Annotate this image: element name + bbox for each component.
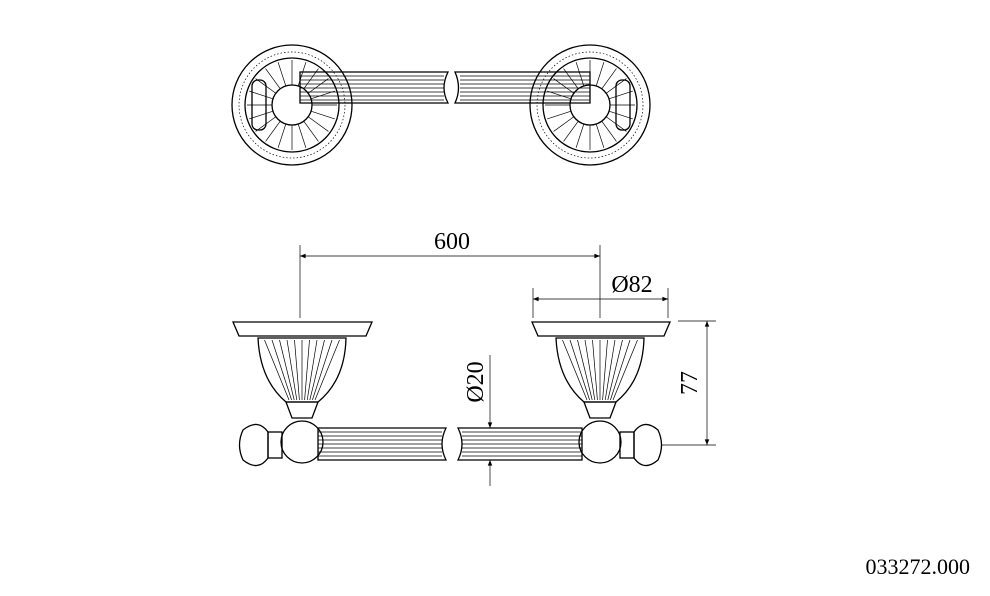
- hatch-line: [595, 123, 605, 148]
- front-view-bar: [317, 427, 583, 461]
- hatch-line: [294, 339, 300, 401]
- hatch-line: [608, 110, 633, 120]
- hatch-line: [601, 120, 617, 142]
- hatch-line: [304, 339, 310, 401]
- hatch-line: [604, 339, 616, 401]
- hatch-line: [279, 339, 295, 401]
- hatch-line: [271, 339, 292, 401]
- hatch-line: [307, 78, 329, 94]
- top-view-bar: [299, 71, 591, 104]
- product-code: 033272.000: [866, 554, 971, 579]
- hatch-line: [547, 110, 572, 120]
- hatch-line: [312, 339, 333, 401]
- hatch-line: [553, 116, 575, 132]
- dimension-length-label: 600: [434, 229, 470, 255]
- hatch-line: [602, 339, 608, 401]
- hatch-line: [310, 110, 335, 120]
- hatch-line: [612, 339, 638, 401]
- dimension-bar-diameter: Ø20: [463, 355, 500, 486]
- hatch-line: [547, 90, 572, 100]
- top-view-left-rosette: [231, 44, 353, 166]
- hatch-line: [608, 90, 633, 100]
- dimension-bar-diameter-label: Ø20: [463, 361, 489, 402]
- hatch-line: [592, 339, 598, 401]
- dimension-length: 600: [299, 229, 601, 318]
- hatch-line: [286, 339, 298, 401]
- hatch-line: [569, 339, 590, 401]
- hatch-line: [297, 123, 307, 148]
- hatch-line: [264, 339, 290, 401]
- hatch-line: [314, 339, 340, 401]
- hatch-line: [249, 90, 274, 100]
- dimension-height-label: 77: [677, 371, 703, 395]
- hatch-line: [307, 116, 329, 132]
- hatch-line: [607, 339, 623, 401]
- hatch-line: [306, 339, 318, 401]
- top-view-right-rosette: [529, 44, 651, 166]
- hatch-line: [277, 62, 287, 87]
- dimension-height: 77: [662, 320, 716, 446]
- hatch-line: [309, 339, 325, 401]
- hatch-line: [303, 120, 319, 142]
- hatch-line: [249, 110, 274, 120]
- hatch-line: [601, 68, 617, 90]
- hatch-line: [584, 339, 596, 401]
- hatch-line: [575, 123, 585, 148]
- hatch-line: [277, 123, 287, 148]
- hatch-line: [575, 62, 585, 87]
- hatch-line: [610, 339, 631, 401]
- hatch-line: [595, 62, 605, 87]
- dimension-base-diameter: Ø82: [532, 272, 669, 318]
- hatch-line: [265, 68, 281, 90]
- hatch-line: [563, 120, 579, 142]
- hatch-line: [310, 90, 335, 100]
- hatch-line: [562, 339, 588, 401]
- hatch-line: [265, 120, 281, 142]
- front-view-left-bracket: [232, 321, 373, 467]
- hatch-line: [297, 62, 307, 87]
- hatch-line: [577, 339, 593, 401]
- dimension-base-diameter-label: Ø82: [611, 272, 652, 298]
- hatch-line: [553, 78, 575, 94]
- front-view-right-bracket: [531, 321, 671, 467]
